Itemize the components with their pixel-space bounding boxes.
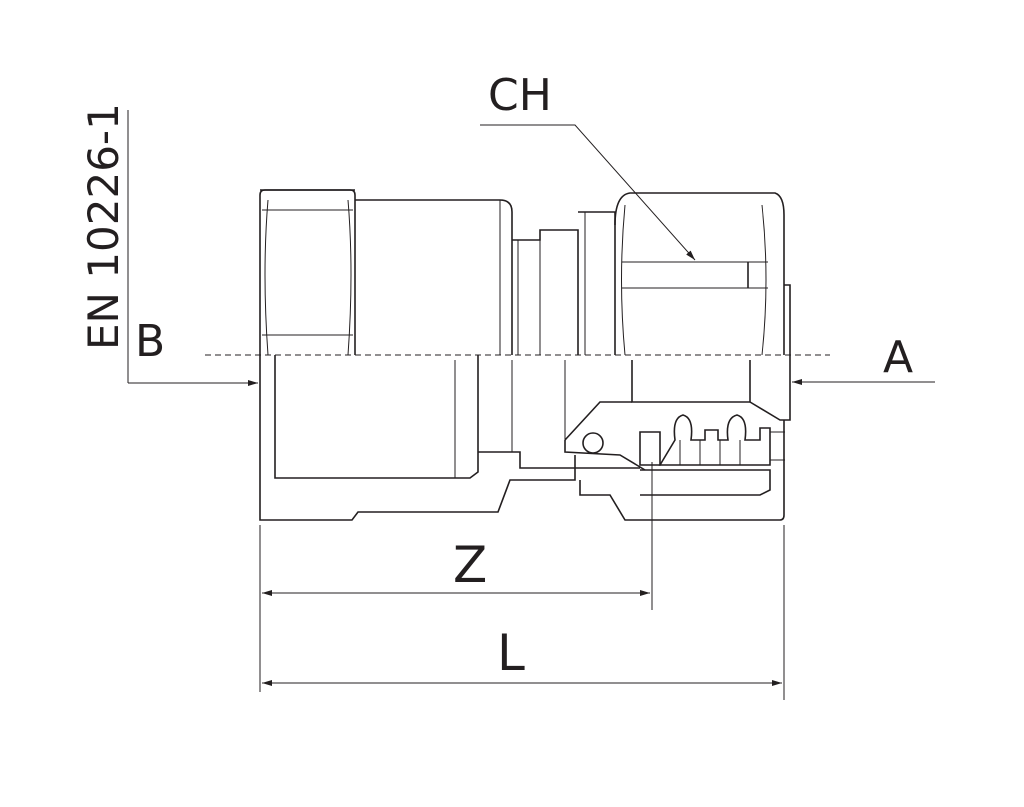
label-ch: CH — [488, 70, 552, 121]
fitting-lower-half — [259, 355, 791, 521]
ch-leader — [480, 124, 696, 261]
label-b: B — [135, 316, 165, 367]
label-l: L — [497, 624, 525, 682]
fitting-upper-half — [259, 189, 791, 356]
label-standard: EN 10226-1 — [79, 103, 128, 350]
label-a: A — [883, 332, 913, 383]
label-z: Z — [453, 536, 487, 594]
